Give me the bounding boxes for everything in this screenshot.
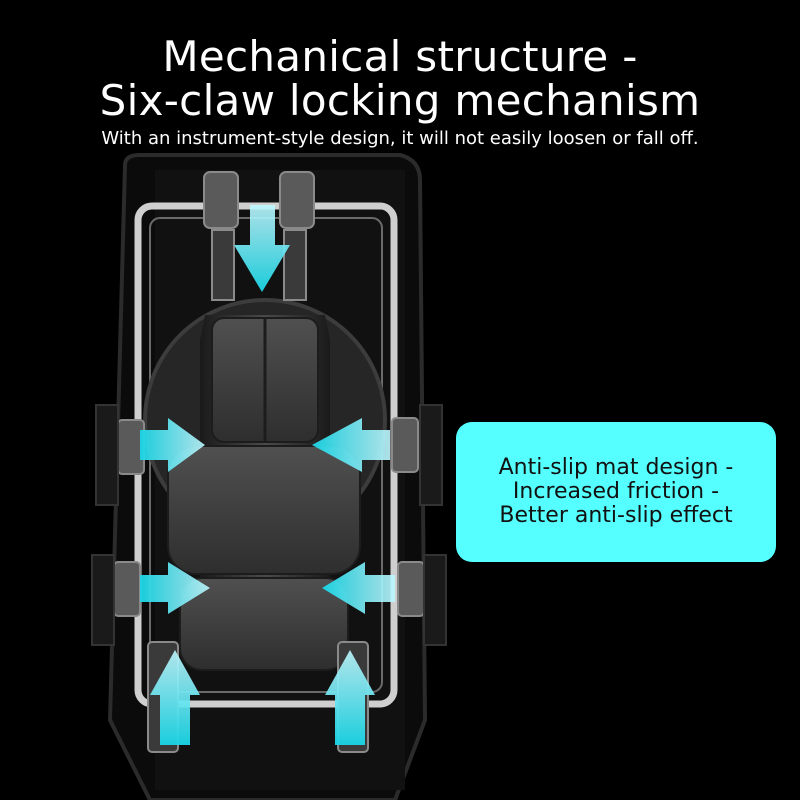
grip-body (167, 315, 361, 671)
callout-line-3: Better anti-slip effect (499, 503, 733, 528)
callout-line-2: Increased friction - (512, 479, 720, 504)
anti-slip-callout: Anti-slip mat design - Increased frictio… (456, 422, 776, 562)
title-line-1: Mechanical structure - (162, 32, 638, 81)
arrow-icon (140, 205, 395, 745)
anti-slip-pad-bottom (179, 577, 349, 671)
callout-line-1: Anti-slip mat design - (498, 455, 734, 480)
phone-holder-illustration (91, 153, 447, 800)
title-line-2: Six-claw locking mechanism (99, 76, 701, 125)
subtitle: With an instrument-style design, it will… (101, 128, 699, 149)
anti-slip-pad-middle (167, 445, 361, 575)
